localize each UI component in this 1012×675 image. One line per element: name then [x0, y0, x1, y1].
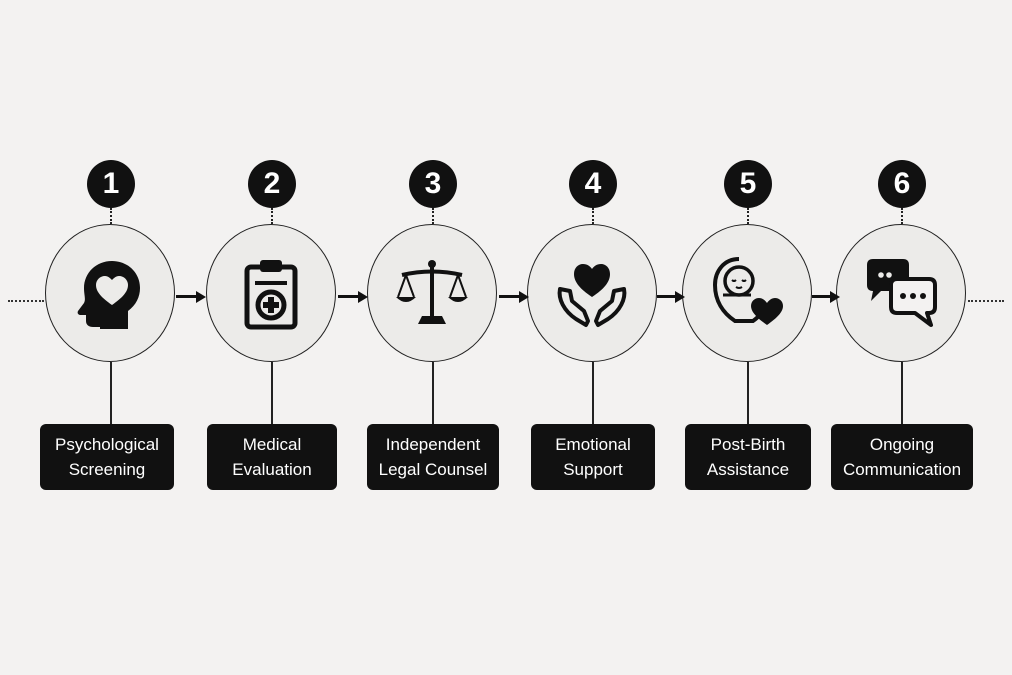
step-label: Post-Birth Assistance	[685, 424, 811, 490]
step-icon-circle	[206, 224, 336, 362]
step-number-badge: 2	[248, 160, 296, 208]
clipboard-medical-icon	[233, 255, 309, 331]
scales-icon	[394, 255, 470, 331]
step-number-badge: 4	[569, 160, 617, 208]
arrow-3-4	[499, 291, 529, 303]
step-icon-circle	[45, 224, 175, 362]
connector-stem	[432, 362, 434, 424]
arrow-4-5	[657, 291, 685, 303]
arrow-2-3	[338, 291, 368, 303]
step-icon-circle	[527, 224, 657, 362]
step-icon-circle	[367, 224, 497, 362]
arrow-1-2	[176, 291, 206, 303]
connector-dotted	[432, 208, 434, 224]
connector-stem	[747, 362, 749, 424]
baby-heart-icon	[709, 255, 785, 331]
connector-dotted	[901, 208, 903, 224]
connector-stem	[901, 362, 903, 424]
connector-stem	[592, 362, 594, 424]
hands-heart-icon	[554, 255, 630, 331]
head-heart-icon	[72, 255, 148, 331]
connector-stem	[271, 362, 273, 424]
step-label: Medical Evaluation	[207, 424, 337, 490]
step-number-badge: 3	[409, 160, 457, 208]
step-icon-circle	[836, 224, 966, 362]
connector-dotted	[592, 208, 594, 224]
step-number-badge: 5	[724, 160, 772, 208]
step-number-badge: 1	[87, 160, 135, 208]
lead-out-dotted	[968, 300, 1004, 302]
step-label: Emotional Support	[531, 424, 655, 490]
arrow-5-6	[812, 291, 840, 303]
chat-bubbles-icon	[863, 255, 939, 331]
step-label: Psychological Screening	[40, 424, 174, 490]
connector-stem	[110, 362, 112, 424]
connector-dotted	[271, 208, 273, 224]
lead-in-dotted	[8, 300, 44, 302]
step-label: Independent Legal Counsel	[367, 424, 499, 490]
connector-dotted	[747, 208, 749, 224]
connector-dotted	[110, 208, 112, 224]
step-number-badge: 6	[878, 160, 926, 208]
step-icon-circle	[682, 224, 812, 362]
step-label: Ongoing Communication	[831, 424, 973, 490]
